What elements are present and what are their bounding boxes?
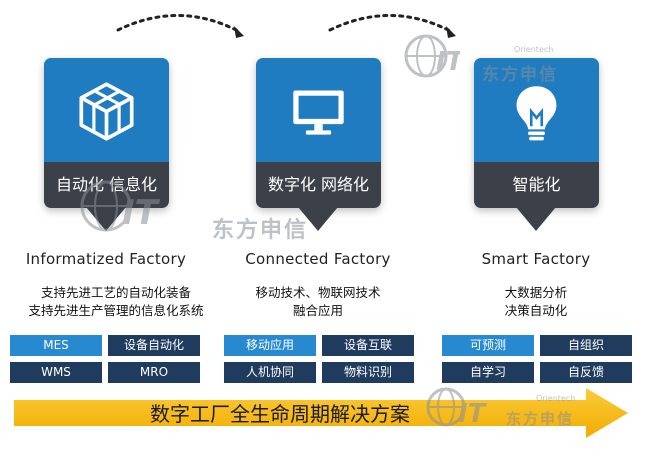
watermark-logo: IT <box>76 176 206 240</box>
tag-material-identification: 物料识别 <box>322 362 414 383</box>
watermark-sub: Orientech <box>514 45 554 54</box>
watermark-globe-icon: IT <box>426 387 488 429</box>
arc-arrow-1 <box>116 14 242 34</box>
watermark-sub: Orientech <box>536 394 576 403</box>
svg-text:IT: IT <box>122 193 161 233</box>
stage-description: 大数据分析 决策自动化 <box>426 284 646 320</box>
watermark-globe-icon: IT <box>404 34 466 78</box>
description-line: 决策自动化 <box>504 303 568 318</box>
watermark-logo: IT <box>424 384 504 434</box>
watermark-globe-icon: IT <box>80 180 161 233</box>
description-line: 支持先进工艺的自动化装备 <box>40 285 191 300</box>
description-line: 移动技术、物联网技术 <box>255 285 381 300</box>
stage-title: Informatized Factory <box>25 250 187 268</box>
tag-mes: MES <box>10 335 102 356</box>
stage-description: 支持先进工艺的自动化装备 支持先进生产管理的信息化系统 <box>6 284 226 320</box>
description-line: 大数据分析 <box>504 285 568 300</box>
description-line: 融合应用 <box>292 303 343 318</box>
lightbulb-icon <box>516 86 557 141</box>
code-cube-icon <box>79 82 134 141</box>
stage-title: Connected Factory <box>245 250 391 268</box>
watermark-logo: IT <box>400 30 466 86</box>
watermark-name: 东方申信 <box>482 65 558 85</box>
tag-mobile-apps: 移动应用 <box>224 335 316 356</box>
stage-title: Smart Factory <box>481 250 591 268</box>
stage-description: 移动技术、物联网技术 融合应用 <box>208 284 428 320</box>
stage-card-smart: 智能化 <box>474 58 599 208</box>
tag-device-interconnect: 设备互联 <box>322 335 414 356</box>
lifecycle-arrow-banner <box>14 388 628 438</box>
tag-wms: WMS <box>10 362 102 383</box>
watermark-name: 东方申信 <box>212 218 309 243</box>
watermark-name: 东方申信 <box>506 410 575 428</box>
stage-label: 数字化 网络化 <box>267 175 370 194</box>
arc-arrowhead-1 <box>234 26 244 38</box>
tag-predictable: 可预测 <box>442 335 534 356</box>
tag-equipment-automation: 设备自动化 <box>108 335 200 356</box>
stage-card-informatized: 自动化 信息化 <box>44 58 169 208</box>
svg-text:IT: IT <box>458 399 488 429</box>
card-pointer <box>516 207 556 231</box>
tag-self-feedback: 自反馈 <box>540 362 632 383</box>
svg-text:IT: IT <box>436 47 460 77</box>
stage-label: 智能化 <box>512 175 561 194</box>
tag-self-organizing: 自组织 <box>540 335 632 356</box>
stage-card-connected: 数字化 网络化 <box>256 58 381 208</box>
card-pointer <box>298 207 338 231</box>
tag-self-learning: 自学习 <box>442 362 534 383</box>
monitor-icon <box>293 90 344 135</box>
arc-arrowhead-2 <box>446 26 456 38</box>
description-line: 支持先进生产管理的信息化系统 <box>28 303 204 318</box>
stage-label: 自动化 信息化 <box>55 175 158 194</box>
progression-arcs <box>116 14 456 38</box>
arc-arrow-2 <box>328 14 454 34</box>
tag-mro: MRO <box>108 362 200 383</box>
banner-text: 数字工厂全生命周期解决方案 <box>150 402 410 426</box>
tag-human-machine: 人机协同 <box>224 362 316 383</box>
